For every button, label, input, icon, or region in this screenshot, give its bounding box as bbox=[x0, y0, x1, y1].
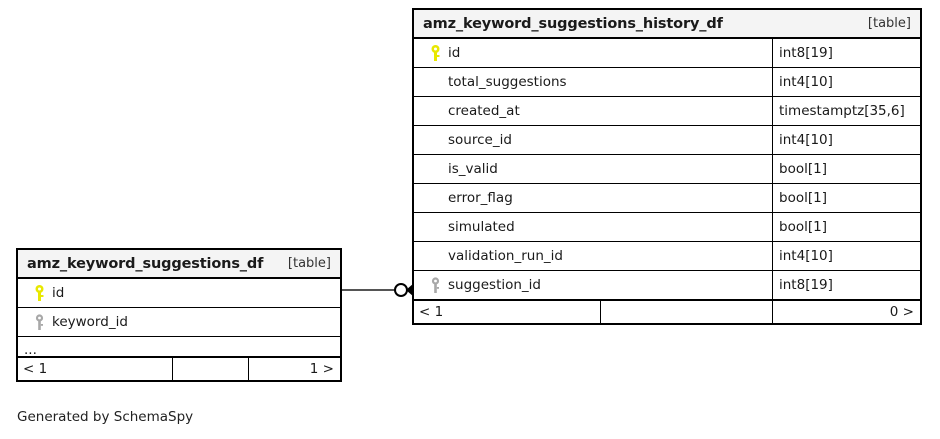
primary-key-icon bbox=[422, 44, 448, 62]
table-row[interactable]: total_suggestions int4[10] bbox=[414, 68, 920, 97]
column-name-cell: keyword_id bbox=[18, 308, 340, 336]
table-footer: < 1 0 > bbox=[414, 300, 920, 323]
column-name: id bbox=[52, 285, 65, 301]
ellipsis-label: ... bbox=[24, 342, 37, 358]
table-type-tag: [table] bbox=[287, 256, 331, 271]
column-type: timestamptz[35,6] bbox=[772, 97, 920, 125]
table-row[interactable]: created_at timestamptz[35,6] bbox=[414, 97, 920, 126]
column-name: error_flag bbox=[448, 190, 513, 206]
column-type: int4[10] bbox=[772, 68, 920, 96]
column-name: simulated bbox=[448, 219, 515, 235]
parent-relationship-count[interactable]: < 1 bbox=[419, 304, 444, 320]
column-name-cell: source_id bbox=[414, 126, 772, 154]
table-row[interactable]: source_id int4[10] bbox=[414, 126, 920, 155]
column-name-cell: suggestion_id bbox=[414, 271, 772, 299]
table-header: amz_keyword_suggestions_df [table] bbox=[18, 250, 340, 279]
footer-spacer bbox=[600, 301, 772, 323]
table-amz-keyword-suggestions-df[interactable]: amz_keyword_suggestions_df [table] id bbox=[16, 248, 342, 382]
table-row[interactable]: id bbox=[18, 279, 340, 308]
column-name-cell: id bbox=[18, 279, 340, 307]
column-type: int4[10] bbox=[772, 126, 920, 154]
column-name-cell: id bbox=[414, 39, 772, 67]
column-name: keyword_id bbox=[52, 314, 128, 330]
column-type: bool[1] bbox=[772, 155, 920, 183]
child-relationship-count[interactable]: 0 > bbox=[772, 301, 920, 323]
child-relationship-count[interactable]: 1 > bbox=[248, 358, 340, 380]
table-footer: < 1 1 > bbox=[18, 357, 340, 380]
table-type-tag: [table] bbox=[867, 16, 911, 31]
column-name: is_valid bbox=[448, 161, 498, 177]
column-name: id bbox=[448, 45, 461, 61]
column-name-cell: is_valid bbox=[414, 155, 772, 183]
column-name: suggestion_id bbox=[448, 277, 541, 293]
column-name-cell: validation_run_id bbox=[414, 242, 772, 270]
table-amz-keyword-suggestions-history-df[interactable]: amz_keyword_suggestions_history_df [tabl… bbox=[412, 8, 922, 325]
table-row[interactable]: error_flag bool[1] bbox=[414, 184, 920, 213]
column-name-cell: created_at bbox=[414, 97, 772, 125]
table-row[interactable]: validation_run_id int4[10] bbox=[414, 242, 920, 271]
column-type: bool[1] bbox=[772, 184, 920, 212]
parent-relationship-count[interactable]: < 1 bbox=[23, 361, 48, 377]
many-crowsfoot-marker-icon bbox=[406, 283, 414, 297]
table-header: amz_keyword_suggestions_history_df [tabl… bbox=[414, 10, 920, 39]
table-row[interactable]: simulated bool[1] bbox=[414, 213, 920, 242]
table-row[interactable]: keyword_id bbox=[18, 308, 340, 337]
table-row[interactable]: is_valid bool[1] bbox=[414, 155, 920, 184]
column-name: validation_run_id bbox=[448, 248, 563, 264]
foreign-key-icon bbox=[422, 276, 448, 294]
column-type: int8[19] bbox=[772, 39, 920, 67]
column-name: source_id bbox=[448, 132, 512, 148]
relationship-connector[interactable] bbox=[338, 278, 416, 304]
column-name-cell: error_flag bbox=[414, 184, 772, 212]
column-name-cell: simulated bbox=[414, 213, 772, 241]
column-type: int4[10] bbox=[772, 242, 920, 270]
table-title: amz_keyword_suggestions_history_df bbox=[423, 15, 723, 32]
column-name-cell: total_suggestions bbox=[414, 68, 772, 96]
foreign-key-icon bbox=[26, 313, 52, 331]
column-name: total_suggestions bbox=[448, 74, 567, 90]
generated-by-label: Generated by SchemaSpy bbox=[17, 409, 194, 425]
primary-key-icon bbox=[26, 284, 52, 302]
footer-spacer bbox=[172, 358, 248, 380]
zero-or-one-marker-icon bbox=[394, 283, 408, 297]
table-row[interactable]: suggestion_id int8[19] bbox=[414, 271, 920, 300]
table-row[interactable]: id int8[19] bbox=[414, 39, 920, 68]
column-type: bool[1] bbox=[772, 213, 920, 241]
column-name: created_at bbox=[448, 103, 520, 119]
column-type: int8[19] bbox=[772, 271, 920, 299]
table-title: amz_keyword_suggestions_df bbox=[27, 255, 264, 272]
truncated-columns-indicator: ... bbox=[18, 337, 340, 357]
